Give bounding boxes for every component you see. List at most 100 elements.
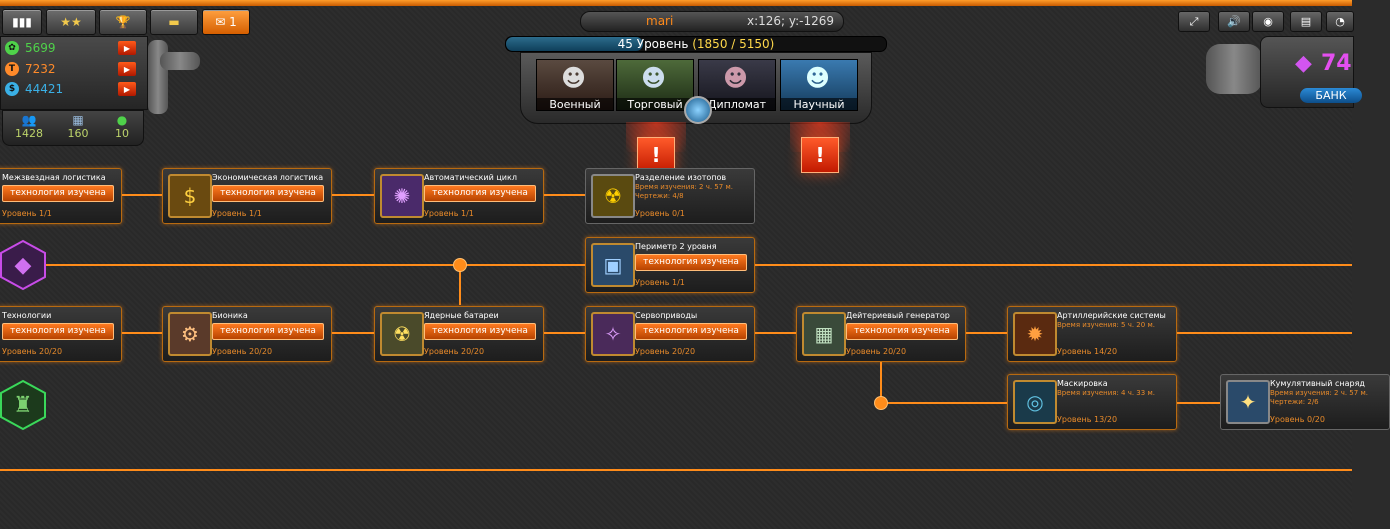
ticket-icon: ▬ <box>168 15 180 29</box>
node-title: Дейтериевый генератор <box>846 311 950 320</box>
node-meta: Время изучения: 2 ч. 57 м.Чертежи: 2/6 <box>1270 389 1368 407</box>
orange-resource-icon: T <box>5 62 19 76</box>
tech-node-perimeter-2[interactable]: ▣ Периметр 2 уровня технология изучена У… <box>585 237 755 293</box>
research-time: Время изучения: 5 ч. 20 м. <box>1057 321 1155 329</box>
military-advisor-portrait: ☻ <box>561 64 587 92</box>
sound-button[interactable]: 🔊 <box>1218 11 1250 32</box>
advisor-trade[interactable]: ☻ Торговый <box>616 59 694 111</box>
node-title: Сервоприводы <box>635 311 698 320</box>
node-title: Артиллерийские системы <box>1057 311 1166 320</box>
node-status-button[interactable]: технология изучена <box>424 323 536 340</box>
tree-link <box>880 360 882 402</box>
advisor-center-emblem <box>684 96 712 124</box>
stat-planet: ●10 <box>102 113 142 140</box>
tower-hex-icon: ♜ <box>13 392 33 418</box>
video-button[interactable]: ▮▮▮ <box>2 9 42 35</box>
stars-button[interactable]: ★★ <box>46 9 96 35</box>
level-text: 45 Уровень (1850 / 5150) <box>506 37 886 51</box>
generator-icon: ▦ <box>802 312 846 356</box>
buy-resource-button[interactable]: ▶ <box>118 82 136 96</box>
level-progress-fill <box>506 37 643 51</box>
node-status-button[interactable]: технология изучена <box>212 185 324 202</box>
node-status-button[interactable]: технология изучена <box>635 254 747 271</box>
advisor-label: Военный <box>537 98 613 111</box>
language-button[interactable]: ▤ <box>1290 11 1322 32</box>
more-button[interactable]: ◔ <box>1326 11 1354 32</box>
tech-node-camouflage[interactable]: ◎ Маскировка Время изучения: 4 ч. 33 м. … <box>1007 374 1177 430</box>
stat-storage: ▦160 <box>58 113 98 140</box>
node-level: Уровень 1/1 <box>2 209 52 218</box>
category-crystal[interactable]: ◆ <box>0 239 46 291</box>
tech-node-automatic-cycle[interactable]: ✺ Автоматический цикл технология изучена… <box>374 168 544 224</box>
mail-button[interactable]: ✉ 1 <box>202 9 250 35</box>
node-level: Уровень 20/20 <box>846 347 907 356</box>
node-title: Автоматический цикл <box>424 173 517 182</box>
resource-value: 44421 <box>25 82 64 96</box>
node-status-button[interactable]: технология изучена <box>424 185 536 202</box>
tech-node-cumulative-shell[interactable]: ✦ Кумулятивный снаряд Время изучения: 2 … <box>1220 374 1390 430</box>
map-coordinates: x:126; y:-1269 <box>747 14 835 28</box>
ticket-button[interactable]: ▬ <box>150 9 198 35</box>
bank-button[interactable]: БАНК <box>1300 88 1362 103</box>
diplomat-advisor-portrait: ☻ <box>723 64 749 92</box>
advisor-label: Дипломат <box>699 98 775 111</box>
node-title: Межзвездная логистика <box>2 173 106 182</box>
advisor-diplomat[interactable]: ☻ Дипломат <box>698 59 776 111</box>
top-accent-bar <box>0 0 1352 6</box>
battery-icon: ☢ <box>380 312 424 356</box>
node-meta: Время изучения: 4 ч. 33 м. <box>1057 389 1155 398</box>
signal-icon: ◔ <box>1335 15 1345 28</box>
fullscreen-button[interactable]: ⤢ <box>1178 11 1210 32</box>
tech-node-technologies[interactable]: Технологии технология изучена Уровень 20… <box>0 306 122 362</box>
node-meta: Время изучения: 2 ч. 57 м.Чертежи: 4/8 <box>635 183 733 201</box>
node-status-button[interactable]: технология изучена <box>212 323 324 340</box>
perimeter-icon: ▣ <box>591 243 635 287</box>
speaker-icon: 🔊 <box>1227 15 1241 28</box>
green-resource-icon: ✿ <box>5 41 19 55</box>
trade-alert-button[interactable]: ! <box>637 137 675 173</box>
shell-icon: ✦ <box>1226 380 1270 424</box>
fullscreen-icon: ⤢ <box>1189 14 1199 28</box>
node-status-button[interactable]: технология изучена <box>846 323 958 340</box>
resource-row-blue: $ 44421 ▶ <box>5 80 137 98</box>
tech-node-interstellar-logistics[interactable]: Межзвездная логистика технология изучена… <box>0 168 122 224</box>
tech-node-deuterium-generator[interactable]: ▦ Дейтериевый генератор технология изуче… <box>796 306 966 362</box>
view-button[interactable]: ◉ <box>1252 11 1284 32</box>
advisor-label: Научный <box>781 98 857 111</box>
node-status-button[interactable]: технология изучена <box>635 323 747 340</box>
tech-node-bionics[interactable]: ⚙ Бионика технология изучена Уровень 20/… <box>162 306 332 362</box>
node-level: Уровень 0/1 <box>635 209 685 218</box>
trophy-button[interactable]: 🏆 <box>99 9 147 35</box>
pipe-decoration <box>1206 44 1262 94</box>
node-level: Уровень 20/20 <box>212 347 273 356</box>
player-name[interactable]: mari <box>646 14 674 28</box>
tech-node-economic-logistics[interactable]: $ Экономическая логистика технология изу… <box>162 168 332 224</box>
stars-icon: ★★ <box>60 15 82 29</box>
node-level: Уровень 20/20 <box>424 347 485 356</box>
advisor-military[interactable]: ☻ Военный <box>536 59 614 111</box>
node-title: Технологии <box>2 311 52 320</box>
science-alert-button[interactable]: ! <box>801 137 839 173</box>
node-status-button[interactable]: технология изучена <box>2 185 114 202</box>
blueprints-count: Чертежи: 4/8 <box>635 192 684 200</box>
level-xp: (1850 / 5150) <box>692 37 775 51</box>
tech-node-isotope-separation[interactable]: ☢ Разделение изотопов Время изучения: 2 … <box>585 168 755 224</box>
tech-node-nuclear-batteries[interactable]: ☢ Ядерные батареи технология изучена Уро… <box>374 306 544 362</box>
buy-resource-button[interactable]: ▶ <box>118 62 136 76</box>
stat-population: 👥1428 <box>9 113 49 140</box>
storage-icon: ▦ <box>72 113 84 127</box>
pipe-decoration <box>148 40 168 114</box>
resources-panel: ✿ 5699 ▶ T 7232 ▶ $ 44421 ▶ <box>0 36 148 110</box>
node-level: Уровень 20/20 <box>635 347 696 356</box>
tech-node-servos[interactable]: ✧ Сервоприводы технология изучена Уровен… <box>585 306 755 362</box>
research-time: Время изучения: 4 ч. 33 м. <box>1057 389 1155 397</box>
flag-icon: ▤ <box>1300 15 1312 28</box>
category-tower[interactable]: ♜ <box>0 379 46 431</box>
advisor-science[interactable]: ☻ Научный <box>780 59 858 111</box>
tech-node-artillery-systems[interactable]: ✹ Артиллерийские системы Время изучения:… <box>1007 306 1177 362</box>
buy-resource-button[interactable]: ▶ <box>118 41 136 55</box>
node-title: Маскировка <box>1057 379 1108 388</box>
node-status-button[interactable]: технология изучена <box>2 323 114 340</box>
stat-value: 160 <box>67 127 89 140</box>
node-level: Уровень 13/20 <box>1057 415 1118 424</box>
